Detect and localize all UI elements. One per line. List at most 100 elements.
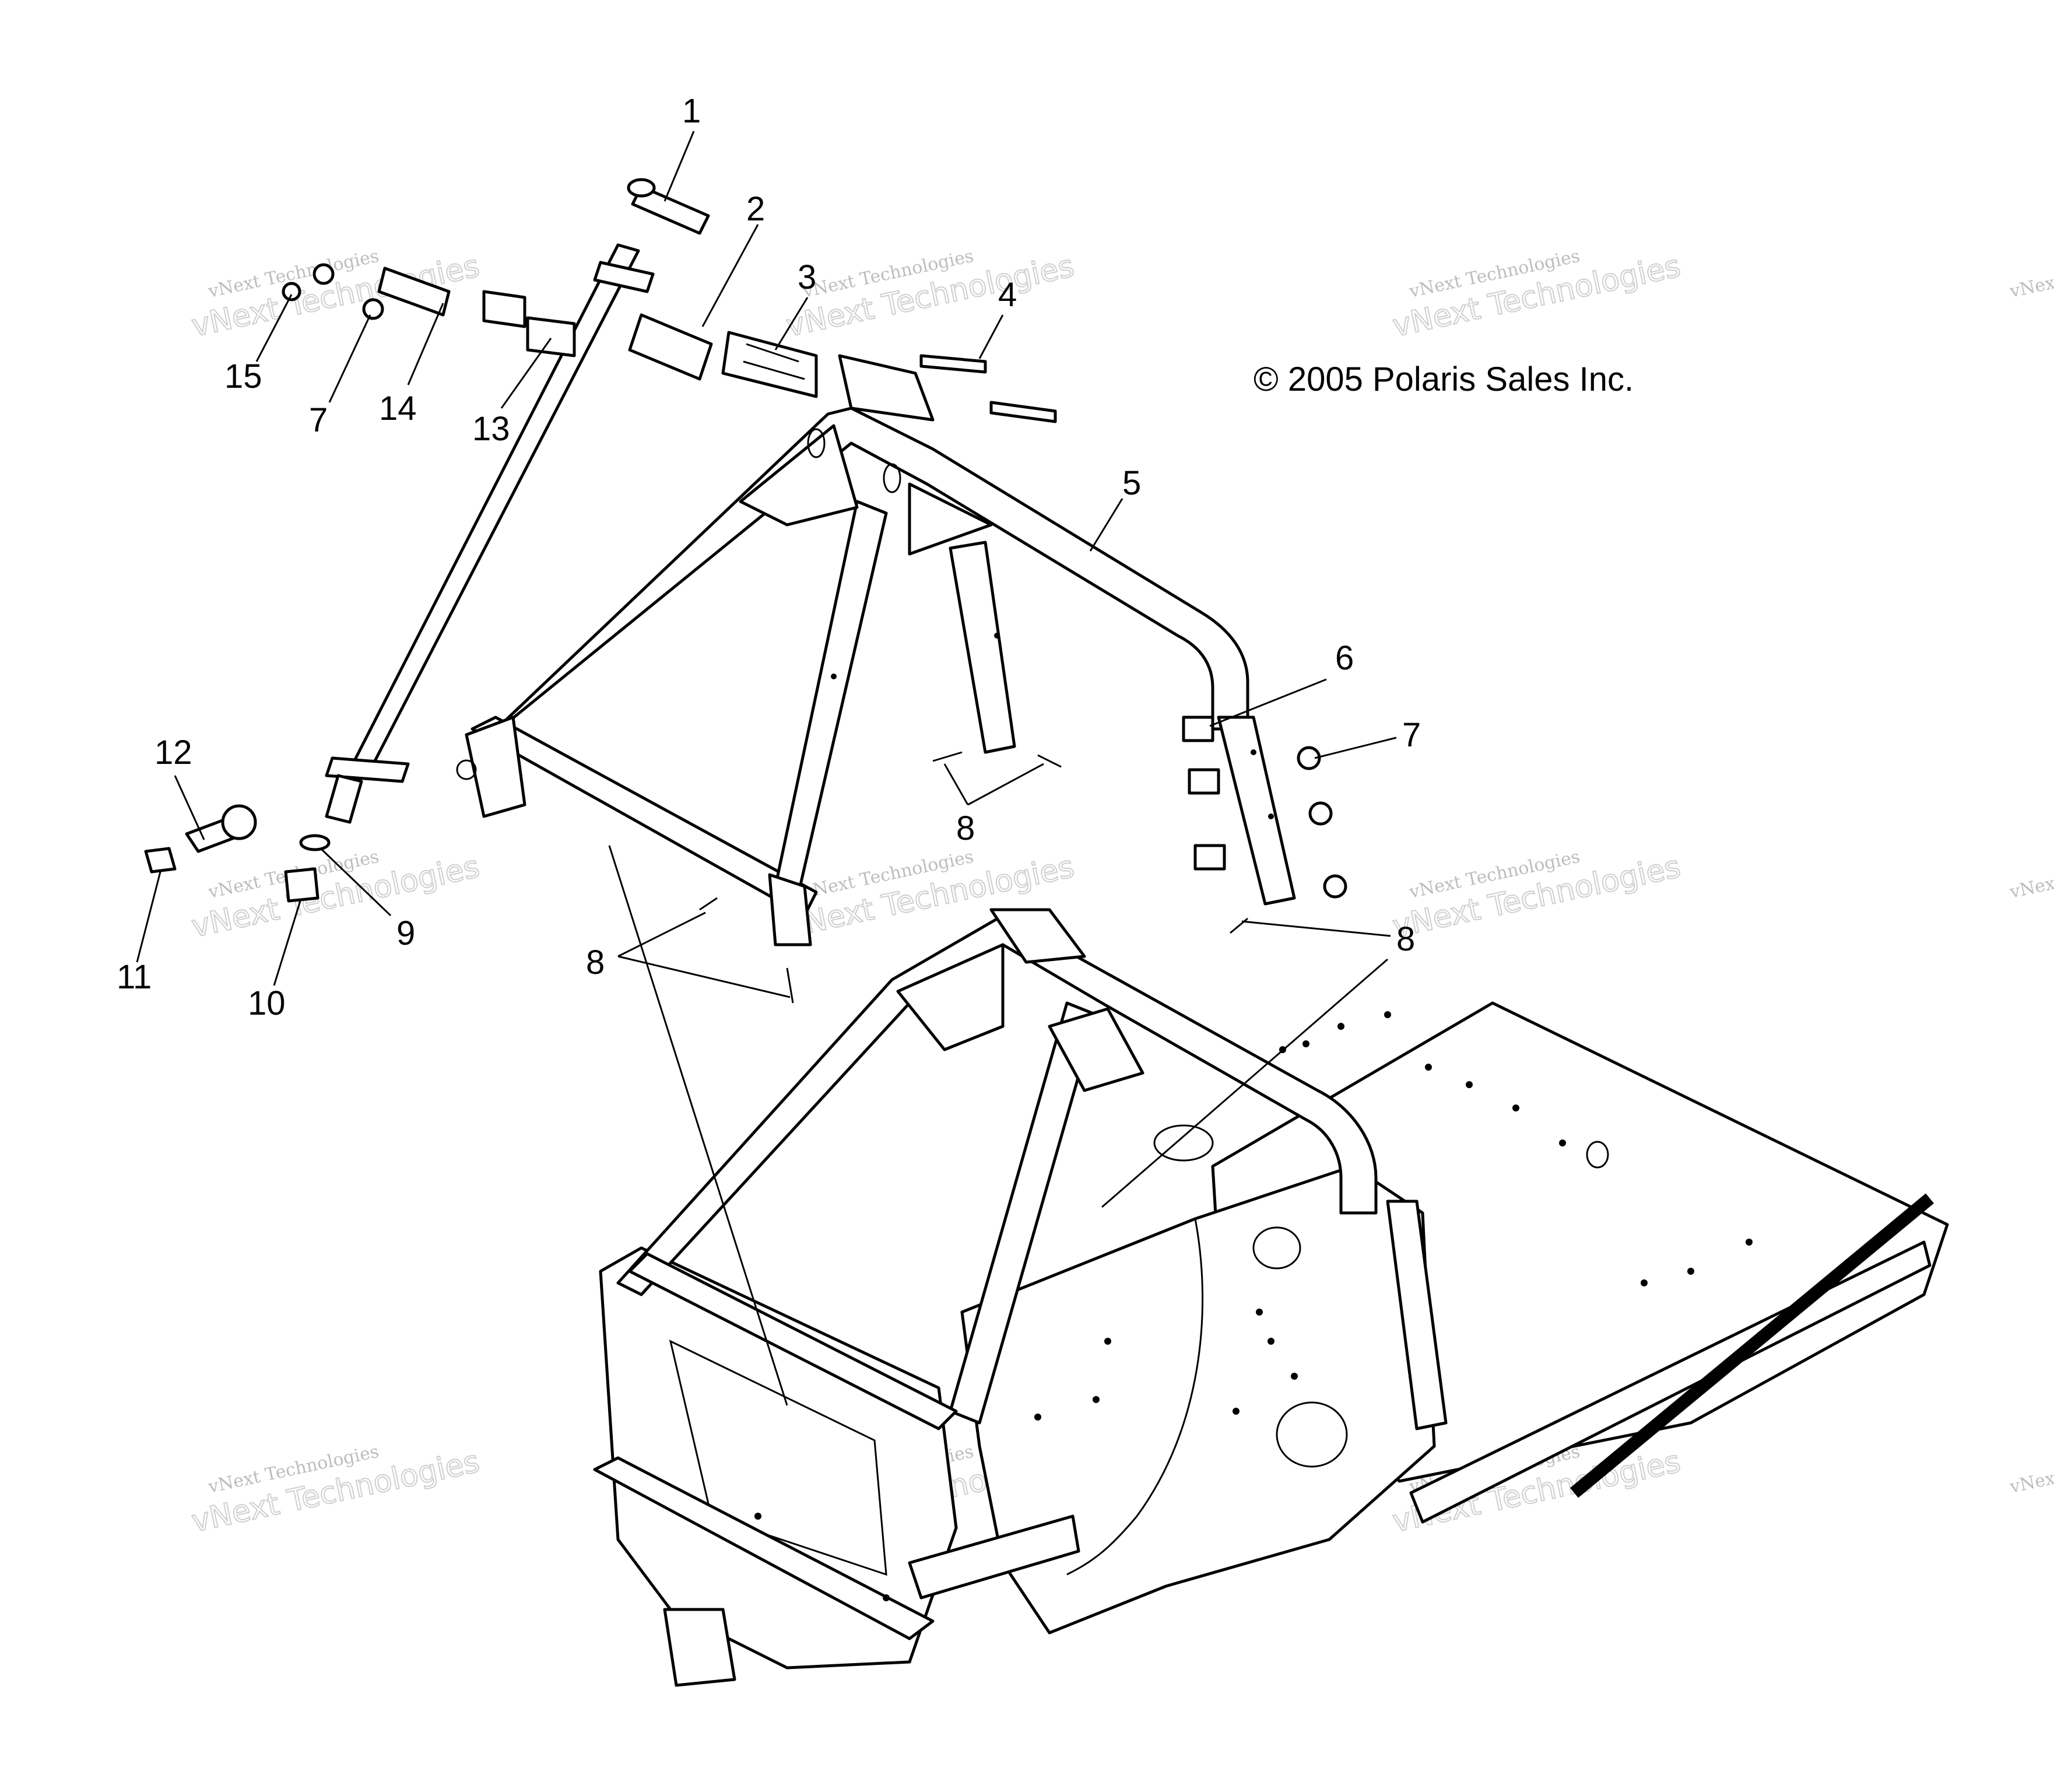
suspension-bracket <box>908 1514 1080 1600</box>
part-4-bolt <box>919 354 987 374</box>
small-parts <box>144 263 1347 1004</box>
part-7-nut <box>1323 874 1347 899</box>
watermark: vNext Technologies vNext Technologies <box>1389 246 1684 345</box>
callout-9: 9 <box>396 914 415 952</box>
bracket-hole <box>807 428 826 458</box>
callout-10: 10 <box>248 984 286 1022</box>
hoop-front-cross <box>471 716 818 917</box>
part-8-pin <box>786 967 794 1004</box>
part-10-nut <box>284 867 319 903</box>
callout-4: 4 <box>998 276 1017 314</box>
steering-post-spline <box>325 774 363 824</box>
callouts: 1 2 3 4 5 6 7 7 8 8 8 9 10 11 12 13 14 1… <box>117 92 1421 1022</box>
rear-bumper-tube <box>1570 1193 1934 1498</box>
steering-post-upper-flange <box>593 261 655 293</box>
leader-lines <box>136 131 1397 1406</box>
watermark: vNext Technologies <box>2007 1442 2054 1498</box>
bracket-hole <box>456 759 477 780</box>
watermark: vNext Technologies vNext Technologies <box>1389 847 1684 945</box>
bulkhead-inner <box>669 1339 887 1576</box>
part-4-bolt <box>989 401 1057 423</box>
hoop-gusset <box>896 943 1005 1051</box>
hoop-leg <box>1386 1200 1448 1430</box>
mount-plate <box>989 908 1086 964</box>
part-2-plate <box>628 313 713 381</box>
deck-cutout <box>1586 1141 1609 1169</box>
steering-post <box>325 178 710 824</box>
part-14-bracket <box>377 266 451 317</box>
hoop-tube <box>476 406 1249 748</box>
rivet-holes <box>754 1011 1753 1601</box>
leader-2 <box>701 224 759 327</box>
callout-7-left: 7 <box>309 401 328 439</box>
part-6-bolt <box>1188 768 1220 795</box>
steering-hoop-assembled <box>616 914 1378 1296</box>
part-8-pin <box>1230 917 1248 934</box>
callout-11: 11 <box>117 958 152 996</box>
watermark: vNext Technologies vNext Technologies <box>188 246 483 345</box>
watermark-line1: vNext Technologies <box>2007 847 2054 903</box>
part-3-detail <box>743 343 805 380</box>
leader-10 <box>273 900 301 986</box>
leader-12 <box>174 775 205 840</box>
part-13-clamp <box>526 316 576 357</box>
part-13-clamp <box>482 290 526 328</box>
deck-cutout <box>1153 1124 1214 1162</box>
hoop-rear-leg <box>949 541 1016 754</box>
leader-1 <box>663 131 695 202</box>
watermark-line1: vNext Technologies <box>2007 1442 2054 1498</box>
watermark: vNext Technologies vNext Technologies <box>188 847 483 945</box>
watermark: vNext Technologies <box>2007 847 2054 903</box>
watermark: vNext Technologies vNext Technologies <box>783 246 1078 345</box>
callout-7-right: 7 <box>1402 716 1421 754</box>
hoop-front-bracket <box>465 716 526 818</box>
part-15-bolt <box>282 282 301 301</box>
watermark: vNext Technologies vNext Technologies <box>188 1442 483 1540</box>
hoop-front-bracket <box>768 873 812 946</box>
part-8-pin <box>1037 754 1062 768</box>
callout-8-lower: 8 <box>586 944 605 981</box>
steering-post-lower-flange <box>325 756 410 783</box>
callout-13: 13 <box>472 410 510 448</box>
panel-cutout-circle <box>1252 1226 1301 1270</box>
part-6-bolt <box>1182 716 1214 742</box>
leader-15 <box>255 294 293 362</box>
leader-8-right <box>1241 920 1391 937</box>
part-8-pin <box>699 897 718 911</box>
suspension-bracket <box>663 1608 736 1687</box>
callout-12: 12 <box>155 734 192 771</box>
leader-8-upper <box>943 763 1044 806</box>
part-12-rod-end-eye <box>221 804 257 840</box>
steering-post-shaft <box>348 243 640 777</box>
hoop-front-leg <box>774 500 888 894</box>
part-6-bolt <box>1193 844 1226 871</box>
part-7-nut <box>362 298 384 320</box>
leader-4 <box>978 314 1004 359</box>
callout-5: 5 <box>1122 464 1141 502</box>
leader-13 <box>500 338 552 409</box>
hoop-gusset <box>1048 1007 1144 1092</box>
callout-14: 14 <box>379 390 417 427</box>
part-7-nut <box>313 263 335 285</box>
leader-14 <box>407 303 444 385</box>
part-7-nut <box>1308 801 1333 826</box>
leader-7-right <box>1314 737 1397 759</box>
hoop-gusset <box>739 424 859 527</box>
callout-6: 6 <box>1335 639 1354 677</box>
leader-5 <box>1089 498 1123 552</box>
hoop-gusset <box>908 482 993 556</box>
part-11-nut <box>144 847 177 874</box>
chassis-frame <box>593 908 1949 1687</box>
side-panel-cutout <box>1066 1218 1203 1576</box>
watermark: vNext Technologies <box>2007 246 2054 302</box>
callout-2: 2 <box>746 190 765 228</box>
side-panel <box>960 1165 1436 1635</box>
leader-11 <box>136 871 161 963</box>
leader-assembly-left <box>608 845 788 1406</box>
watermark-line1: vNext Technologies <box>2007 246 2054 302</box>
steering-post-top-end <box>627 178 656 198</box>
hoop-leg <box>949 1001 1098 1425</box>
bracket-hole <box>883 463 901 493</box>
part-9-washer <box>299 834 331 851</box>
